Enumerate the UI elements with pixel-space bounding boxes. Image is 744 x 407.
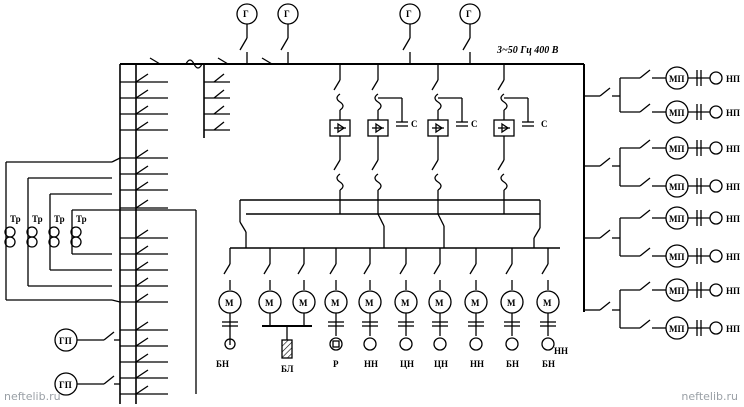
pump-label-1: НП [726, 74, 740, 84]
motor-label-10: М [543, 298, 552, 308]
pump-motor-label-7: МП [669, 286, 685, 296]
pump-label-8: НП [726, 324, 740, 334]
pump-label-5: НП [726, 214, 740, 224]
pump-label-6: НП [726, 252, 740, 262]
motor-label-9: М [507, 298, 516, 308]
generator-label-3: Г [406, 9, 412, 19]
load-label-4: НН [364, 359, 378, 369]
generator-label-1: Г [243, 9, 249, 19]
pump-label-7: НП [726, 286, 740, 296]
bus-tie-switches [149, 57, 273, 69]
motor-label-3: М [299, 298, 308, 308]
motor-label-8: М [471, 298, 480, 308]
pump-label-3: НП [726, 144, 740, 154]
rectifier-section [329, 64, 534, 214]
diesel-generator-label-1: ГП [59, 336, 72, 346]
load-label-9: БН [542, 359, 555, 369]
load-label-8: БН [506, 359, 519, 369]
capacitor-label-3: С [541, 119, 548, 129]
load-label-7: НН [470, 359, 484, 369]
pump-motor-label-5: МП [669, 214, 685, 224]
capacitor-label-2: С [471, 119, 478, 129]
motor-branches [218, 248, 560, 359]
diesel-generators [54, 328, 120, 396]
pump-motor-label-6: МП [669, 252, 685, 262]
motor-label-7: М [435, 298, 444, 308]
load-label-2: БЛ [281, 364, 294, 374]
load-label-6: ЦН [434, 359, 448, 369]
transformer-label-2: Тр [32, 214, 43, 224]
load-label-1: БН [216, 359, 229, 369]
pump-motor-label-1: МП [669, 74, 685, 84]
transformer-label-4: Тр [76, 214, 87, 224]
transformer-label-1: Тр [10, 214, 21, 224]
bus-voltage-label: 3~50 Гц 400 В [496, 45, 559, 56]
generator-label-2: Г [284, 9, 290, 19]
motor-label-4: М [331, 298, 340, 308]
load-label-5: ЦН [400, 359, 414, 369]
pump-motor-branches [584, 66, 723, 340]
pump-motor-label-3: МП [669, 144, 685, 154]
main-bus [120, 63, 585, 312]
capacitor-label-1: С [411, 119, 418, 129]
motor-label-2: М [265, 298, 274, 308]
watermark-left: neftelib.ru [4, 390, 61, 403]
watermark-right: neftelib.ru [681, 390, 738, 403]
load-label-10: НН [554, 346, 568, 356]
dc-bus [230, 199, 560, 249]
top-generator-group [236, 3, 481, 64]
pump-motor-label-4: МП [669, 182, 685, 192]
motor-label-5: М [365, 298, 374, 308]
load-label-3: Р [333, 359, 339, 369]
motor-label-6: М [401, 298, 410, 308]
motor-label-1: М [225, 298, 234, 308]
diesel-generator-label-2: ГП [59, 380, 72, 390]
pump-label-2: НП [726, 108, 740, 118]
transformer-group [4, 157, 197, 394]
pump-motor-label-8: МП [669, 324, 685, 334]
generator-label-4: Г [466, 9, 472, 19]
pump-label-4: НП [726, 182, 740, 192]
pump-motor-label-2: МП [669, 108, 685, 118]
left-switchboard [119, 64, 230, 404]
transformer-label-3: Тр [54, 214, 65, 224]
